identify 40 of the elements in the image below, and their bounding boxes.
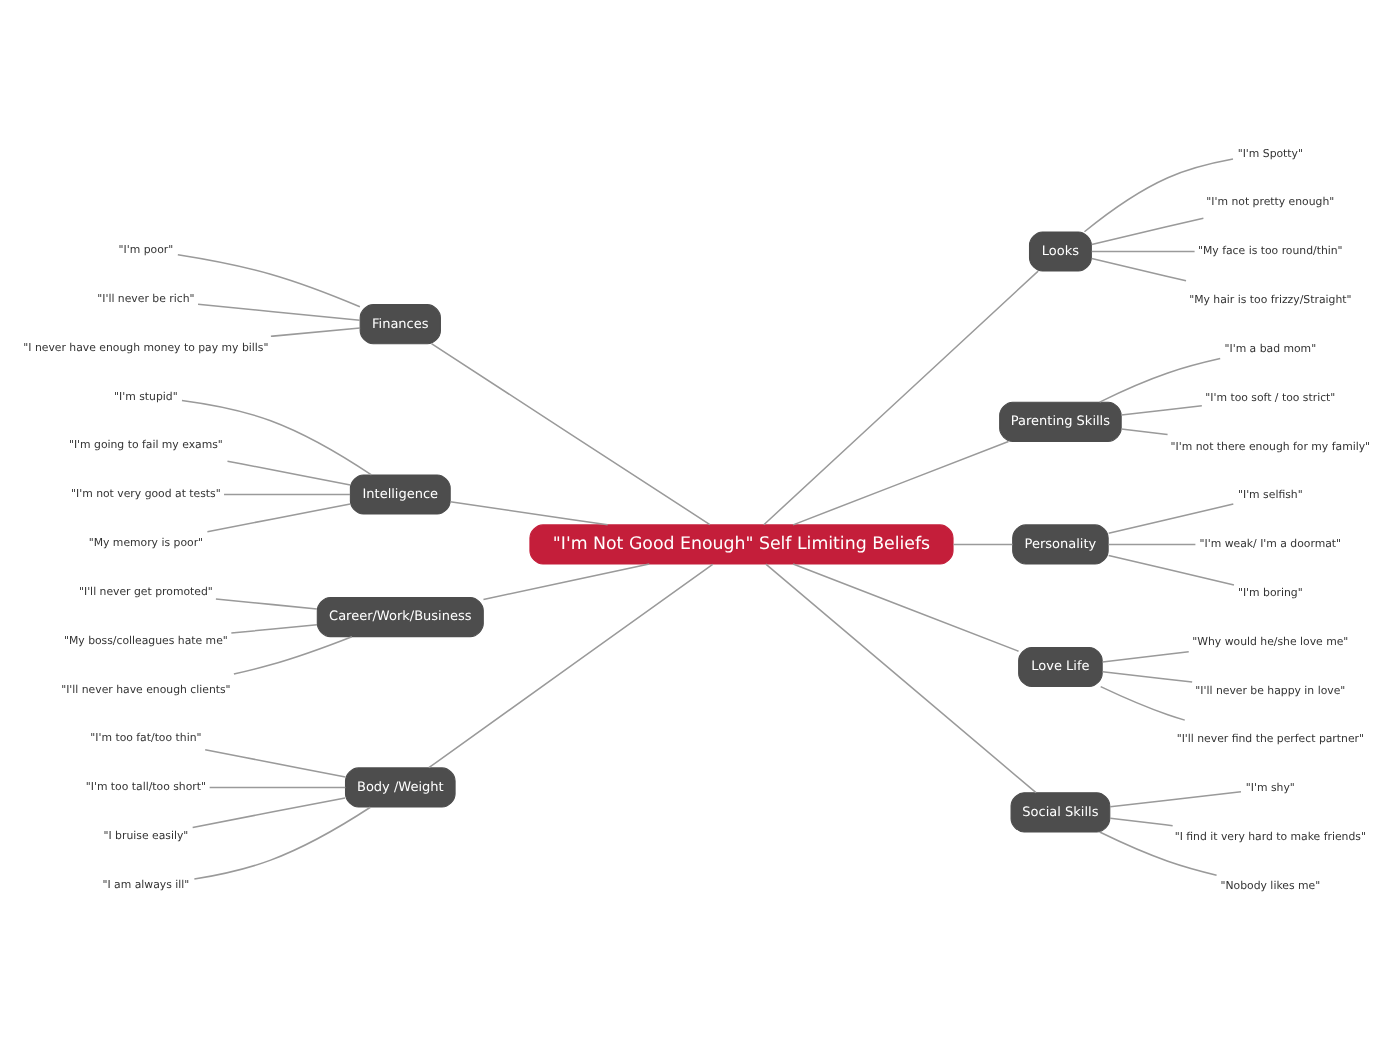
- connector: [449, 500, 609, 526]
- connector: [208, 786, 347, 789]
- connector: [952, 543, 1014, 546]
- connector: [1107, 554, 1235, 586]
- connector: [1090, 257, 1187, 282]
- connector: [215, 598, 318, 610]
- connector: [1098, 831, 1218, 876]
- connector: [223, 493, 351, 496]
- connector: [1120, 404, 1203, 416]
- connector: [181, 399, 373, 476]
- connector: [792, 563, 1020, 652]
- connector: [206, 503, 352, 533]
- connector: [1099, 685, 1186, 721]
- connector: [204, 749, 347, 778]
- connector: [1107, 503, 1235, 535]
- connector: [1083, 158, 1234, 233]
- connector: [177, 254, 361, 308]
- connector: [430, 342, 711, 526]
- connector: [197, 303, 361, 322]
- connector: [792, 440, 1010, 526]
- connector: [763, 270, 1039, 526]
- connector: [428, 563, 714, 769]
- connector: [1101, 670, 1193, 683]
- connector: [1090, 217, 1205, 246]
- connector: [226, 460, 352, 486]
- connector: [1098, 357, 1221, 403]
- connector: [1090, 250, 1196, 253]
- connector: [191, 797, 346, 829]
- node-box: "I'm Not Good Enough" Self Limiting Beliefs: [529, 524, 954, 565]
- connector: [765, 563, 1037, 794]
- connector: [1109, 817, 1174, 827]
- connector: [1120, 428, 1169, 436]
- connector: [1101, 650, 1190, 663]
- connector: [482, 563, 650, 601]
- connector: [193, 806, 372, 880]
- connector: [233, 635, 353, 675]
- connector: [230, 624, 318, 634]
- connector: [270, 327, 361, 338]
- connector: [1109, 791, 1242, 808]
- connector: [1107, 543, 1197, 546]
